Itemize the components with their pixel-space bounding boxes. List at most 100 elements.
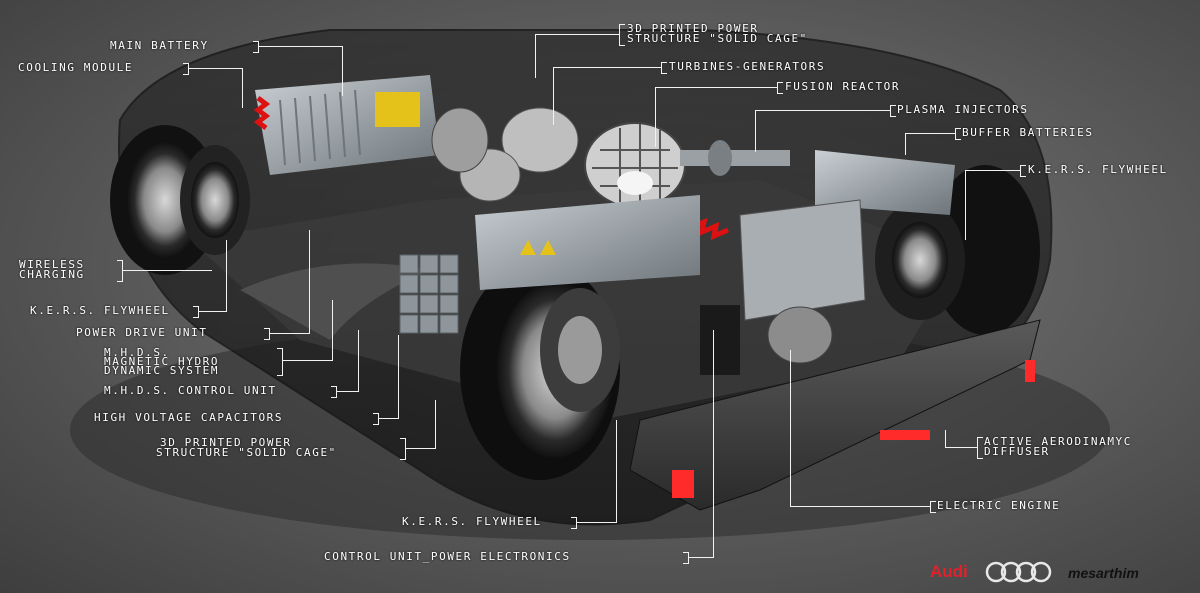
connector-plasma-injectors [755, 110, 890, 111]
connector-fusion-reactor [655, 87, 777, 88]
plasma-injector-shaft [680, 150, 790, 166]
turbine-generator-3 [431, 107, 489, 173]
bracket-electric-engine [930, 501, 936, 513]
label-cooling-module: COOLING MODULE [18, 61, 134, 74]
bracket-kers-bottom [571, 517, 577, 529]
label-electric-engine: ELECTRIC ENGINE [937, 499, 1061, 512]
control-unit-box [700, 305, 740, 375]
connector-power-drive-rise [309, 230, 310, 334]
connector-hv-capacitors-rise [398, 335, 399, 419]
left-rear-rim [127, 142, 203, 258]
label-mhds-2: MAGNETIC HYDRO [104, 355, 220, 368]
label-active-diffuser-2: DIFFUSER [984, 445, 1050, 458]
label-printed-structure-bottom-2: STRUCTURE "SOLID CAGE" [156, 446, 337, 459]
label-wireless-charging-1: WIRELESS [19, 258, 85, 271]
label-wireless-charging-2: CHARGING [19, 268, 85, 281]
connector-kers-left-rise [226, 240, 227, 312]
label-kers-flywheel-right: K.E.R.S. FLYWHEEL [1028, 163, 1168, 176]
connector-active-diffuser [945, 447, 977, 448]
connector-mhds [282, 360, 332, 361]
label-printed-structure-bottom-1: 3D PRINTED POWER [160, 436, 292, 449]
battery-fins [279, 89, 361, 166]
diffuser-light-center [880, 430, 930, 440]
electric-engine-motor [767, 306, 833, 364]
connector-wireless-charging [122, 270, 212, 271]
bracket-active-diffuser [977, 437, 983, 459]
connector-electric-engine [790, 506, 930, 507]
connector-printed-bottom-rise [435, 400, 436, 449]
front-wheel-center [558, 316, 602, 384]
connector-mhds-control [336, 391, 358, 392]
connector-turbines-drop [553, 67, 554, 125]
rear-battery-pack [475, 195, 700, 290]
audi-rings-icon [985, 561, 1052, 583]
connector-cooling-module-drop [242, 68, 243, 108]
battery-caution-label [375, 92, 420, 127]
connector-buffer-batteries-drop [905, 133, 906, 155]
warning-triangle-1 [520, 240, 536, 255]
connector-control-unit [688, 557, 713, 558]
bracket-wireless-charging [117, 260, 123, 282]
connector-power-drive [269, 333, 309, 334]
bracket-hv-capacitors [373, 413, 379, 425]
warning-triangle-2 [540, 240, 556, 255]
connector-main-battery [258, 46, 342, 47]
connector-electric-engine-rise [790, 350, 791, 507]
bracket-control-unit [683, 552, 689, 564]
connector-fusion-reactor-drop [655, 87, 656, 147]
label-active-diffuser-1: ACTIVE AERODINAMYC [984, 435, 1133, 448]
active-diffuser [629, 319, 1041, 511]
capacitor-grid [399, 254, 459, 334]
electric-engine-housing [739, 199, 866, 321]
label-fusion-reactor: FUSION REACTOR [785, 80, 901, 93]
diffuser-light-right [1025, 360, 1035, 382]
bracket-buffer-batteries [955, 128, 961, 140]
diffuser-light-left [672, 470, 694, 498]
label-control-unit-power-electronics: CONTROL UNIT_POWER ELECTRONICS [324, 550, 571, 563]
reactor-core-glow [617, 171, 653, 195]
bracket-main-battery [253, 41, 259, 53]
left-kers-flywheel [191, 162, 239, 238]
bracket-plasma-injectors [890, 105, 896, 117]
bracket-power-drive [264, 328, 270, 340]
label-kers-flywheel-bottom: K.E.R.S. FLYWHEEL [402, 515, 542, 528]
connector-mhds-control-rise [358, 330, 359, 392]
bracket-fusion-reactor [777, 82, 783, 94]
bracket-turbines [661, 62, 667, 74]
bracket-kers-right [1020, 165, 1026, 177]
label-plasma-injectors: PLASMA INJECTORS [897, 103, 1029, 116]
connector-control-unit-rise [713, 330, 714, 558]
label-power-drive-unit: POWER DRIVE UNIT [76, 326, 208, 339]
connector-kers-bottom-rise [616, 420, 617, 523]
bracket-printed-top [619, 24, 625, 46]
right-kers-flywheel [892, 222, 948, 298]
label-buffer-batteries: BUFFER BATTERIES [962, 126, 1094, 139]
connector-kers-bottom [576, 522, 616, 523]
label-turbines-generators: TURBINES-GENERATORS [669, 60, 826, 73]
label-mhds-3: DYNAMIC SYSTEM [104, 364, 220, 377]
connector-kers-left [198, 311, 226, 312]
connector-buffer-batteries [905, 133, 955, 134]
connector-turbines [553, 67, 661, 68]
bracket-cooling-module [183, 63, 189, 75]
mesarthim-logo: mesarthim [1068, 565, 1139, 581]
connector-printed-bottom [405, 448, 435, 449]
turbine-generator-1 [501, 107, 579, 173]
label-main-battery: MAIN BATTERY [110, 39, 209, 52]
bracket-mhds [277, 348, 283, 376]
connector-printed-top-drop [535, 34, 536, 78]
connector-cooling-module [188, 68, 242, 69]
audi-logo-text: Audi [930, 562, 968, 581]
plasma-injector-1 [708, 140, 732, 176]
buffer-batteries [815, 150, 955, 215]
connector-mhds-rise [332, 300, 333, 361]
connector-kers-right [965, 170, 1020, 171]
connector-kers-right-drop [965, 170, 966, 240]
label-printed-structure-top-1: 3D PRINTED POWER [627, 22, 759, 35]
label-high-voltage-capacitors: HIGH VOLTAGE CAPACITORS [94, 411, 284, 424]
label-kers-flywheel-left: K.E.R.S. FLYWHEEL [30, 304, 170, 317]
label-mhds-1: M.H.D.S. [104, 346, 170, 359]
wireless-charging-pad [240, 263, 430, 340]
